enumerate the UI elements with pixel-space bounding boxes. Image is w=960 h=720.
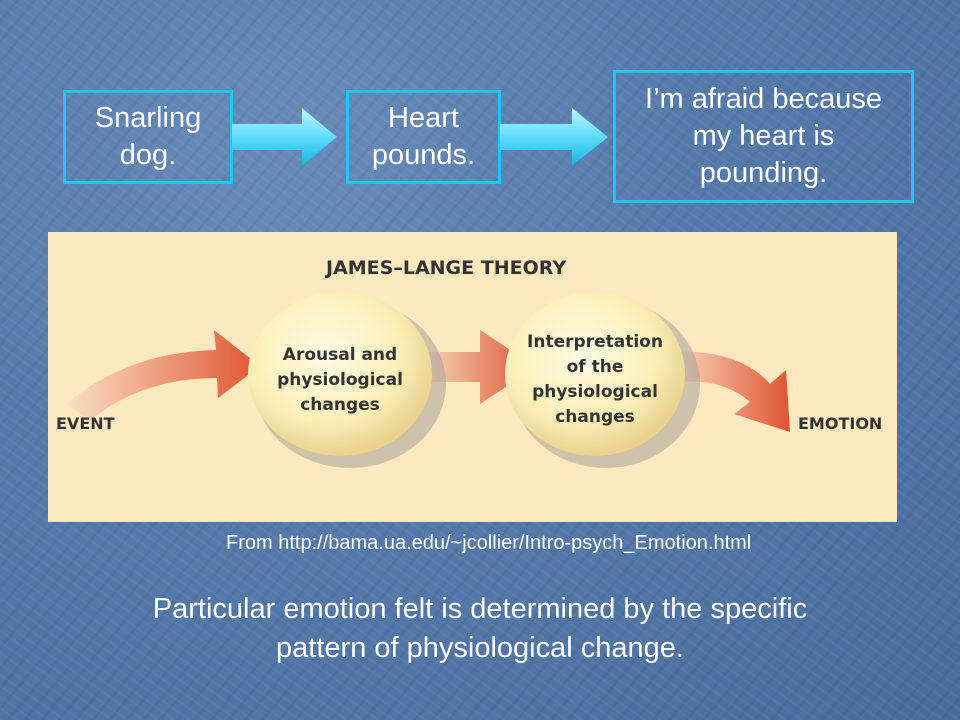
circle-interpretation-line: physiological [532, 382, 658, 402]
flow-box-text-line: Snarling [94, 102, 202, 134]
circle-interpretation-line: of the [567, 357, 624, 377]
diagram-canvas: JAMES–LANGE THEORY Arousal and physiolog… [56, 257, 882, 468]
flow-box-heart-pounds: Heart pounds. [346, 90, 501, 184]
circle-interpretation [505, 292, 685, 456]
emotion-label: EMOTION [798, 414, 882, 433]
circle-arousal [248, 292, 432, 456]
slide-caption: Particular emotion felt is determined by… [60, 590, 900, 668]
circle-arousal-line: physiological [277, 370, 403, 390]
flow-box-text-line: Heart [388, 102, 459, 134]
flow-box-text-line: pounding. [699, 157, 828, 189]
flow-arrow-1 [232, 108, 337, 166]
event-label: EVENT [56, 414, 115, 433]
diagram-title: JAMES–LANGE THEORY [324, 257, 566, 279]
flow-box-snarling-dog: Snarling dog. [63, 90, 233, 184]
james-lange-diagram: JAMES–LANGE THEORY Arousal and physiolog… [48, 232, 897, 522]
circle-arousal-line: changes [300, 395, 380, 415]
caption-line: pattern of physiological change. [276, 632, 684, 664]
flow-arrow-2 [500, 108, 608, 166]
circle-arousal-line: Arousal and [283, 345, 397, 365]
source-citation: From http://bama.ua.edu/~jcollier/Intro-… [226, 532, 752, 554]
circle-interpretation-line: changes [555, 407, 635, 427]
caption-line: Particular emotion felt is determined by… [152, 593, 808, 625]
flow-box-text-line: my heart is [692, 120, 835, 152]
flow-box-text-line: I’m afraid because [645, 83, 882, 115]
flow-box-text-line: pounds. [371, 139, 476, 171]
diagram-arrow-event [66, 330, 260, 420]
circle-interpretation-line: Interpretation [527, 332, 663, 352]
flow-box-afraid: I’m afraid because my heart is pounding. [613, 70, 914, 203]
flow-box-text-line: dog. [119, 139, 177, 171]
